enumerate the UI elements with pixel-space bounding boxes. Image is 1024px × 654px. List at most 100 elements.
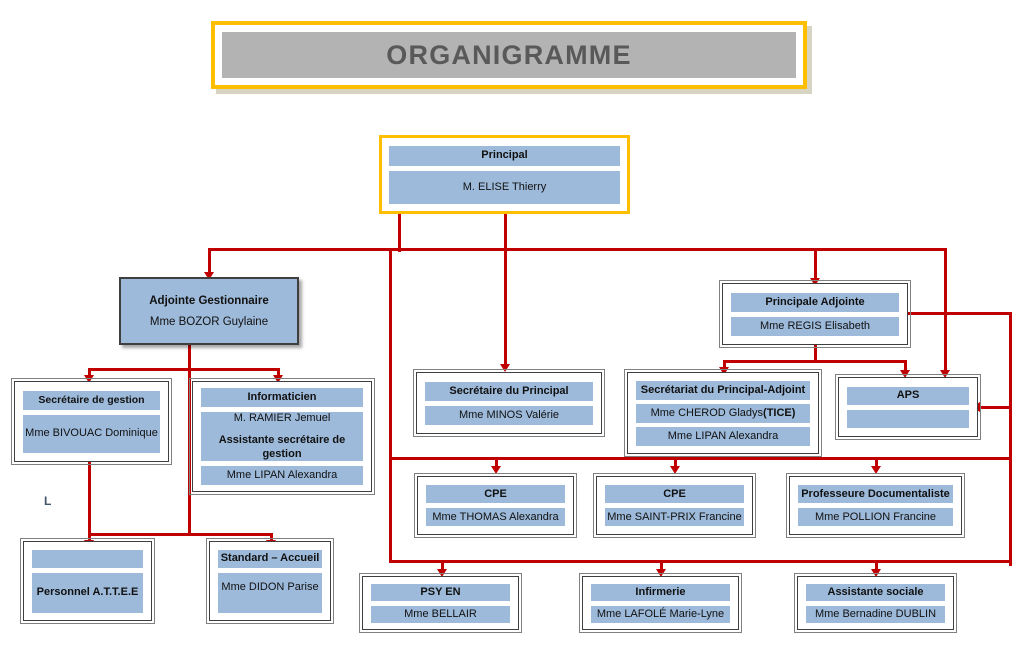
- node-cpe-2-name: Mme SAINT-PRIX Francine: [605, 508, 744, 526]
- arrow-psy-en: [437, 569, 447, 577]
- node-cpe-2[interactable]: CPE Mme SAINT-PRIX Francine: [593, 473, 756, 538]
- connector-principal-stem-right: [504, 212, 507, 252]
- node-secretariat-adjoint-name-1: Mme CHEROD Gladys(TICE): [636, 403, 810, 423]
- arrow-secretariat-adjoint: [719, 367, 729, 375]
- node-principal-name: M. ELISE Thierry: [389, 170, 620, 204]
- node-informaticien-name: M. RAMIER Jemuel: [233, 411, 331, 424]
- node-standard-accueil-role: Standard – Accueil: [218, 549, 322, 568]
- node-secretaire-principal[interactable]: Secrétaire du Principal Mme MINOS Valéri…: [413, 369, 605, 437]
- node-cpe-1-role: CPE: [426, 485, 565, 503]
- title-banner: ORGANIGRAMME: [211, 21, 807, 89]
- node-assistante-sociale[interactable]: Assistante sociale Mme Bernadine DUBLIN: [794, 573, 957, 633]
- node-principale-adjointe[interactable]: Principale Adjointe Mme REGIS Elisabeth: [719, 280, 911, 348]
- node-informaticien-sub-role: Assistante secrétaire de gestion: [218, 433, 346, 461]
- node-informaticien-role: Informaticien: [201, 388, 363, 407]
- arrow-cpe-2: [670, 466, 680, 474]
- node-cpe-1-name: Mme THOMAS Alexandra: [426, 508, 565, 526]
- node-professeure-documentaliste[interactable]: Professeure Documentaliste Mme POLLION F…: [786, 473, 965, 538]
- connector-principale-adjointe-stem: [814, 345, 817, 363]
- node-infirmerie[interactable]: Infirmerie Mme LAFOLÉ Marie-Lyne: [579, 573, 742, 633]
- connector-to-assistante-sociale: [875, 560, 878, 572]
- node-adjointe-gestionnaire-role: Adjointe Gestionnaire: [149, 294, 269, 307]
- connector-to-cpe-2: [674, 457, 677, 469]
- node-professeure-documentaliste-name: Mme POLLION Francine: [798, 508, 953, 526]
- node-secretaire-gestion[interactable]: Secrétaire de gestion Mme BIVOUAC Domini…: [11, 378, 172, 465]
- connector-adjointe-right-exit: [904, 312, 1012, 315]
- connector-to-cpe-1: [495, 457, 498, 469]
- node-adjointe-gestionnaire-name: Mme BOZOR Guylaine: [149, 315, 269, 328]
- connector-to-secretaire-principal: [504, 248, 507, 366]
- connector-to-standard-accueil: [270, 533, 273, 545]
- connector-main-bus: [208, 248, 947, 251]
- arrow-principale-adjointe: [810, 278, 820, 286]
- node-secretaire-principal-name: Mme MINOS Valérie: [425, 405, 593, 425]
- title-inner-panel: ORGANIGRAMME: [222, 32, 796, 78]
- node-cpe-1[interactable]: CPE Mme THOMAS Alexandra: [414, 473, 577, 538]
- connector-to-informaticien: [277, 368, 280, 378]
- node-psy-en[interactable]: PSY EN Mme BELLAIR: [359, 573, 522, 633]
- arrow-assistante-sociale: [871, 569, 881, 577]
- arrow-professeure-documentaliste: [871, 466, 881, 474]
- node-aps[interactable]: APS: [835, 374, 981, 440]
- connector-lower-left-bus: [88, 533, 273, 536]
- node-principale-adjointe-role: Principale Adjointe: [731, 292, 899, 312]
- node-standard-accueil-name: Mme DIDON Parise: [218, 572, 322, 613]
- stray-letter-annotation: L: [44, 494, 52, 508]
- arrow-cpe-1: [491, 466, 501, 474]
- node-assistante-sociale-name: Mme Bernadine DUBLIN: [806, 605, 945, 623]
- node-infirmerie-role: Infirmerie: [591, 583, 730, 601]
- connector-to-adjointe-gestionnaire: [208, 248, 211, 274]
- arrow-secretaire-gestion: [84, 375, 94, 383]
- connector-to-principale-adjointe: [814, 248, 817, 280]
- connector-cpe-bus: [389, 457, 1011, 460]
- arrow-informaticien: [273, 375, 283, 383]
- node-secretariat-adjoint-name-1-plain: Mme CHEROD Gladys: [650, 406, 764, 419]
- connector-to-professeure-documentaliste: [875, 457, 878, 469]
- node-secretaire-gestion-role: Secrétaire de gestion: [23, 390, 160, 410]
- node-aps-name: [847, 409, 969, 428]
- node-professeure-documentaliste-role: Professeure Documentaliste: [798, 485, 953, 503]
- connector-cpe-bus-to-bottom-bus: [389, 457, 392, 563]
- node-personnel-attee[interactable]: Personnel A.T.T.E.E: [20, 538, 155, 624]
- connector-adjointe-long-stem: [188, 368, 191, 536]
- node-assistante-sociale-role: Assistante sociale: [806, 583, 945, 601]
- node-secretariat-adjoint-tice: (TICE): [763, 406, 796, 419]
- node-adjointe-gestionnaire[interactable]: Adjointe Gestionnaire Mme BOZOR Guylaine: [119, 277, 299, 345]
- node-infirmerie-name: Mme LAFOLÉ Marie-Lyne: [591, 605, 730, 623]
- node-principal-role: Principal: [389, 145, 620, 166]
- node-psy-en-name: Mme BELLAIR: [371, 605, 510, 623]
- node-secretaire-gestion-name: Mme BIVOUAC Dominique: [23, 414, 160, 453]
- node-secretariat-principal-adjoint[interactable]: Secrétariat du Principal-Adjoint Mme CHE…: [624, 369, 822, 457]
- node-standard-accueil[interactable]: Standard – Accueil Mme DIDON Parise: [206, 538, 334, 624]
- arrow-aps-top-right: [940, 370, 950, 378]
- node-informaticien[interactable]: Informaticien M. RAMIER Jemuel Assistant…: [189, 378, 375, 495]
- arrow-adjointe-gestionnaire: [204, 272, 214, 280]
- node-informaticien-sub-name: Mme LIPAN Alexandra: [201, 466, 363, 485]
- connector-right-rail: [1009, 312, 1012, 566]
- connector-right-rail-to-aps: [980, 406, 1012, 409]
- node-secretariat-adjoint-role: Secrétariat du Principal-Adjoint: [636, 380, 810, 400]
- node-principale-adjointe-name: Mme REGIS Elisabeth: [731, 316, 899, 336]
- connector-principal-stem-left: [398, 212, 401, 252]
- connector-to-aps-left: [904, 360, 907, 372]
- connector-secretaire-gestion-stem: [88, 462, 91, 536]
- connector-bus-to-aps: [944, 248, 947, 372]
- node-secretaire-principal-role: Secrétaire du Principal: [425, 381, 593, 401]
- connector-principale-adjointe-bus: [723, 360, 907, 363]
- connector-to-secretaire-gestion: [88, 368, 91, 378]
- page-title: ORGANIGRAMME: [386, 39, 632, 70]
- node-personnel-attee-name: Personnel A.T.T.E.E: [32, 572, 143, 613]
- connector-to-secretariat-adjoint: [723, 360, 726, 370]
- connector-informaticien-right-stem: [389, 248, 392, 460]
- arrow-infirmerie: [656, 569, 666, 577]
- connector-to-infirmerie: [660, 560, 663, 572]
- node-psy-en-role: PSY EN: [371, 583, 510, 601]
- node-personnel-attee-role: [32, 549, 143, 568]
- node-aps-role: APS: [847, 386, 969, 405]
- node-secretariat-adjoint-name-2: Mme LIPAN Alexandra: [636, 426, 810, 446]
- connector-to-personnel-attee: [88, 533, 91, 545]
- node-cpe-2-role: CPE: [605, 485, 744, 503]
- connector-adjointe-bus: [88, 368, 280, 371]
- connector-bottom-bus: [389, 560, 1011, 563]
- node-principal[interactable]: Principal M. ELISE Thierry: [379, 135, 630, 214]
